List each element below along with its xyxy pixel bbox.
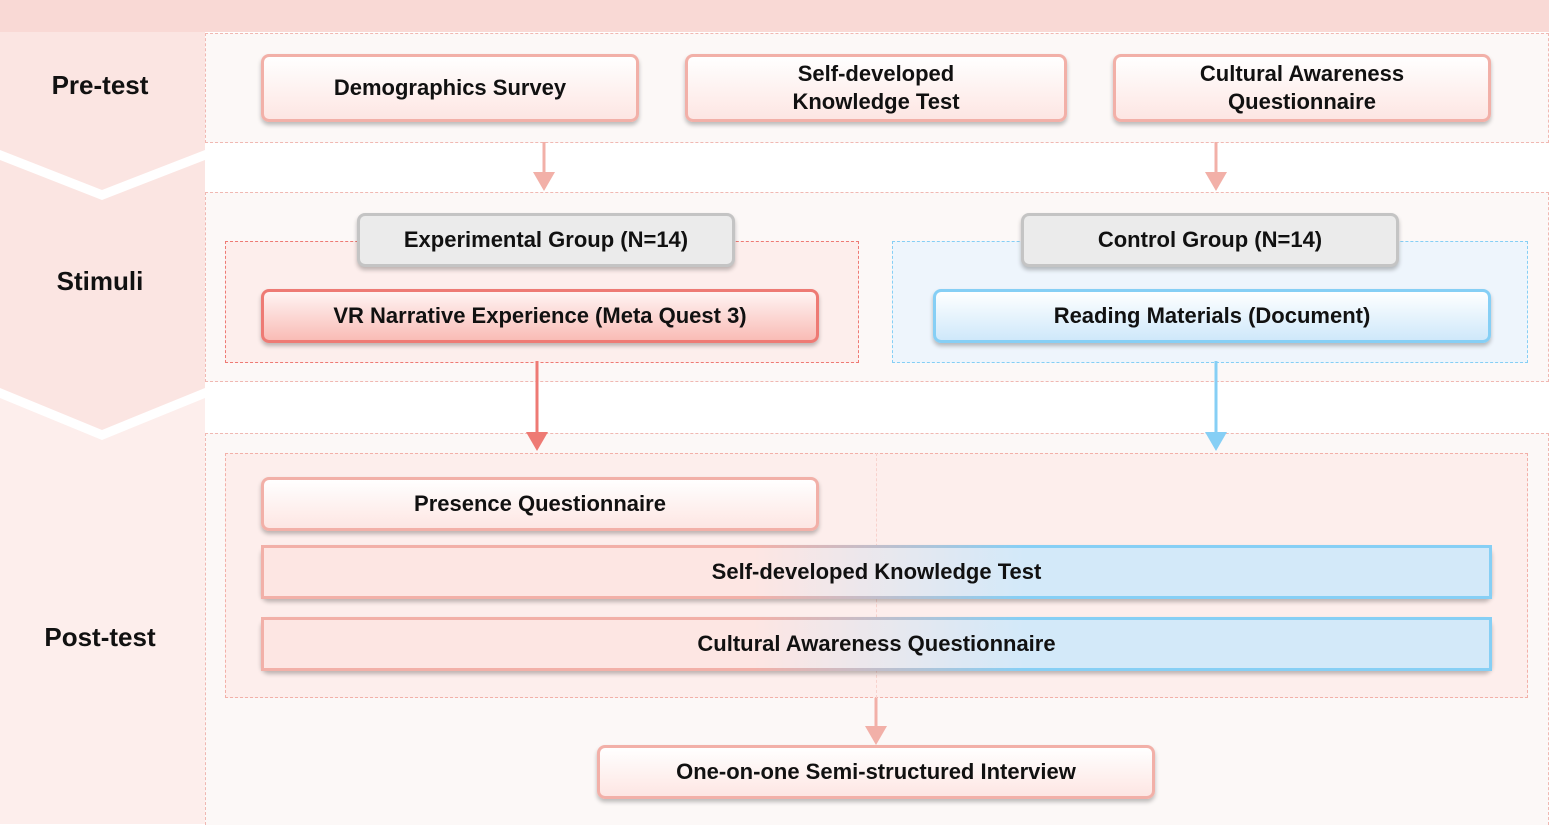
demographics-survey-box: Demographics Survey — [261, 54, 639, 122]
pretest-cultural-line1: Cultural Awareness — [1199, 61, 1405, 86]
control-group-label: Control Group (N=14) — [1097, 227, 1323, 252]
arrow-posttest-to-interview — [865, 698, 887, 745]
semi-structured-interview-label: One-on-one Semi-structured Interview — [676, 759, 1076, 784]
vr-narrative-experience-box: VR Narrative Experience (Meta Quest 3) — [261, 289, 819, 343]
pretest-knowledge-line2: Knowledge Test — [792, 89, 960, 114]
demographics-survey-label: Demographics Survey — [333, 75, 567, 100]
stimuli-chevron — [0, 160, 205, 430]
presence-questionnaire-box: Presence Questionnaire — [261, 477, 819, 531]
reading-materials-label: Reading Materials (Document) — [1053, 303, 1371, 328]
top-band — [0, 0, 1549, 32]
arrow-experimental-to-posttest — [526, 361, 548, 451]
phase-label-posttest: Post-test — [44, 622, 156, 652]
arrow-pretest-to-experimental — [533, 142, 555, 191]
experimental-group-label: Experimental Group (N=14) — [403, 227, 689, 252]
pretest-cultural-line2: Questionnaire — [1228, 89, 1376, 114]
pretest-knowledge-test-box: Self-developed Knowledge Test — [685, 54, 1067, 122]
pretest-knowledge-line1: Self-developed — [797, 61, 955, 86]
posttest-chevron — [0, 398, 205, 824]
pretest-cultural-awareness-box: Cultural Awareness Questionnaire — [1113, 54, 1491, 122]
arrow-control-to-posttest — [1205, 361, 1227, 451]
pretest-chevron — [0, 32, 205, 190]
posttest-cultural-awareness-box: Cultural Awareness Questionnaire — [261, 617, 1492, 671]
posttest-cultural-label: Cultural Awareness Questionnaire — [697, 631, 1056, 656]
phase-label-stimuli: Stimuli — [56, 266, 144, 296]
posttest-knowledge-test-box: Self-developed Knowledge Test — [261, 545, 1492, 599]
presence-questionnaire-label: Presence Questionnaire — [414, 491, 666, 516]
arrow-pretest-to-control — [1205, 142, 1227, 191]
reading-materials-box: Reading Materials (Document) — [933, 289, 1491, 343]
control-group-box: Control Group (N=14) — [1021, 213, 1399, 267]
semi-structured-interview-box: One-on-one Semi-structured Interview — [597, 745, 1155, 799]
phase-label-pretest: Pre-test — [51, 70, 149, 100]
posttest-knowledge-label: Self-developed Knowledge Test — [711, 559, 1042, 584]
experimental-group-box: Experimental Group (N=14) — [357, 213, 735, 267]
vr-narrative-experience-label: VR Narrative Experience (Meta Quest 3) — [333, 303, 747, 328]
